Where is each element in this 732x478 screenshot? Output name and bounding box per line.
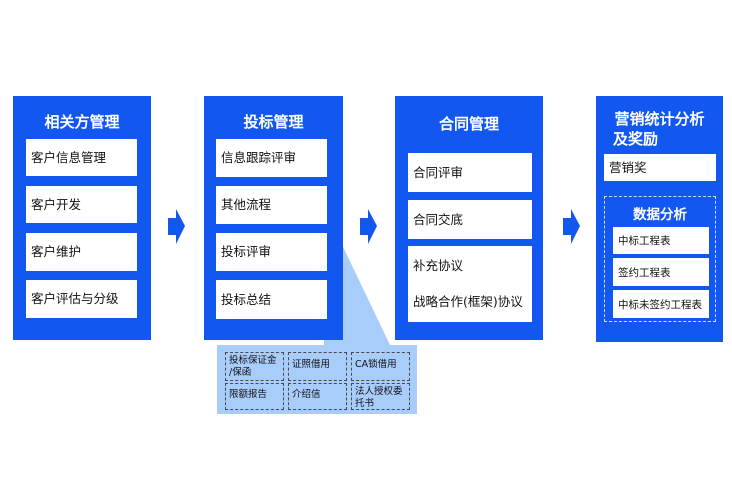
card-marketing-award[interactable]: 营销奖 [604,154,716,181]
card-contract-briefing[interactable]: 合同交底 [408,200,532,239]
card-winning-projects[interactable]: 中标工程表 [613,227,709,254]
column-marketing-statistics: 营销统计分析 及奖励 营销奖 数据分析 中标工程表 签约工程表 中标未签约工程表 [596,96,723,342]
card-contract-review[interactable]: 合同评审 [408,153,532,192]
data-analysis-group: 数据分析 中标工程表 签约工程表 中标未签约工程表 [604,196,716,322]
callout-cell-limit-report: 限额报告 [225,383,284,410]
column-stakeholder-management: 相关方管理 客户信息管理 客户开发 客户维护 客户评估与分级 [13,96,151,340]
column-bidding-management: 投标管理 信息跟踪评审 其他流程 投标评审 投标总结 [204,96,343,340]
card-won-unsigned-projects[interactable]: 中标未签约工程表 [613,290,709,318]
callout-cell-ca-lock-borrow: CA锁借用 [351,352,410,381]
card-signed-projects[interactable]: 签约工程表 [613,258,709,286]
card-other-processes[interactable]: 其他流程 [216,186,327,224]
column-title: 投标管理 [243,113,304,131]
arrow-right-icon [563,209,580,244]
card-customer-development[interactable]: 客户开发 [26,186,137,223]
cell-line: 法人授权委 [355,386,403,397]
card-customer-info[interactable]: 客户信息管理 [26,139,137,176]
cell-line: CA锁借用 [355,359,397,370]
callout-cell-license-borrow: 证照借用 [288,352,347,381]
card-supplementary-agreement[interactable]: 补充协议 [408,246,532,285]
column-title: 合同管理 [438,115,499,133]
cell-line: 投标保证金 [229,355,277,366]
cell-line: 托书 [355,398,375,409]
column-contract-management: 合同管理 合同评审 合同交底 补充协议 战略合作(框架)协议 战略合作(框架)协… [395,96,543,340]
arrow-right-icon [168,209,185,244]
callout-cell-legal-authorization: 法人授权委 托书 [351,383,410,410]
callout-cell-introduction-letter: 介绍信 [288,383,347,410]
card-info-tracking-review[interactable]: 信息跟踪评审 [216,139,327,177]
cell-line: 证照借用 [292,359,331,370]
arrow-right-icon [360,209,377,244]
card-strategic-cooperation[interactable]: 战略合作(框架)协议 [408,282,532,322]
cell-line: 介绍信 [292,389,321,400]
card-customer-maintenance[interactable]: 客户维护 [26,233,137,271]
card-customer-evaluation[interactable]: 客户评估与分级 [26,280,137,318]
column-title-line1: 营销统计分析 [614,110,705,128]
card-bid-summary[interactable]: 投标总结 [216,280,327,319]
cell-line: /保函 [229,367,252,378]
column-title: 相关方管理 [44,113,120,131]
cell-line: 限额报告 [229,389,268,400]
callout-cell-bid-bond: 投标保证金 /保函 [225,352,284,381]
column-title-line2: 及奖励 [613,130,659,148]
data-analysis-title: 数据分析 [633,207,687,223]
card-bid-review[interactable]: 投标评审 [216,233,327,271]
